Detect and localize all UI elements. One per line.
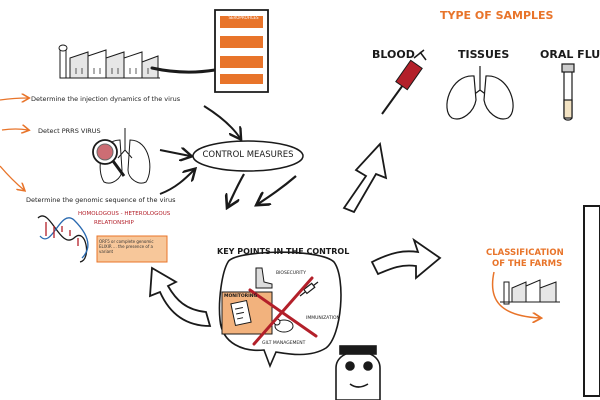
- arrow-curved-return: [148, 266, 212, 327]
- boot-icon: [255, 267, 273, 289]
- label-classification-line1: CLASSIFICATION: [486, 248, 564, 258]
- blood-syringe-icon: [381, 49, 427, 115]
- label-control-measures: CONTROL MEASURES: [202, 150, 294, 160]
- oral-fluid-tube-icon: [561, 63, 575, 121]
- label-genomic-sequence: Determine the genomic sequence of the vi…: [26, 196, 176, 204]
- label-gilt-management: GILT MANAGEMENT: [262, 341, 306, 346]
- label-tissues: TISSUES: [458, 48, 510, 61]
- farm-barns-icon: [58, 44, 160, 79]
- lungs-icon: [446, 66, 514, 120]
- label-oral-fluid: ORAL FLUID: [540, 48, 600, 61]
- arrow-right-to-classification: [370, 237, 442, 280]
- lungs-magnifier-icon: [92, 128, 151, 184]
- label-blood: BLOOD: [372, 48, 415, 61]
- genomic-note-card: [96, 235, 168, 263]
- label-detect-prrs: Detect PRRS VIRUS: [38, 127, 101, 135]
- classification-farm-icon: [500, 279, 560, 305]
- list-item-1: SEROPROFILES: [228, 15, 259, 20]
- title-key-points: KEY POINTS IN THE CONTROL: [217, 247, 350, 256]
- right-frame: [583, 205, 600, 397]
- control-measures-bubble: [192, 140, 304, 172]
- clipboard-icon: [230, 299, 252, 327]
- title-type-of-samples: TYPE OF SAMPLES: [440, 9, 554, 22]
- label-injection-dynamics: Determine the injection dynamics of the …: [31, 95, 181, 103]
- orange-arrows: [0, 98, 28, 190]
- seroprofile-list: [214, 9, 269, 93]
- label-immunization: IMMUNIZATION: [306, 316, 340, 321]
- label-note-text: ORF5 or complete genomic ELIXIR ... the …: [99, 239, 154, 254]
- converging-arrows: [159, 105, 240, 195]
- label-homologous: HOMOLOGOUS - HETEROLOGOUS: [78, 211, 171, 217]
- label-relationship: RELATIONSHIP: [94, 220, 134, 226]
- arrow-up-to-samples: [342, 142, 388, 214]
- cross-mark-icon: [248, 276, 318, 346]
- vet-character: [335, 345, 381, 400]
- exit-arrows: [228, 173, 297, 206]
- label-biosecurity: BIOSECURITY: [276, 271, 307, 276]
- classification-arrow: [491, 271, 540, 318]
- label-monitoring: MONITORING: [224, 294, 258, 299]
- dna-helix-icon: [37, 215, 89, 263]
- label-classification-line2: OF THE FARMS: [492, 259, 563, 269]
- vaccine-icon: [299, 281, 319, 297]
